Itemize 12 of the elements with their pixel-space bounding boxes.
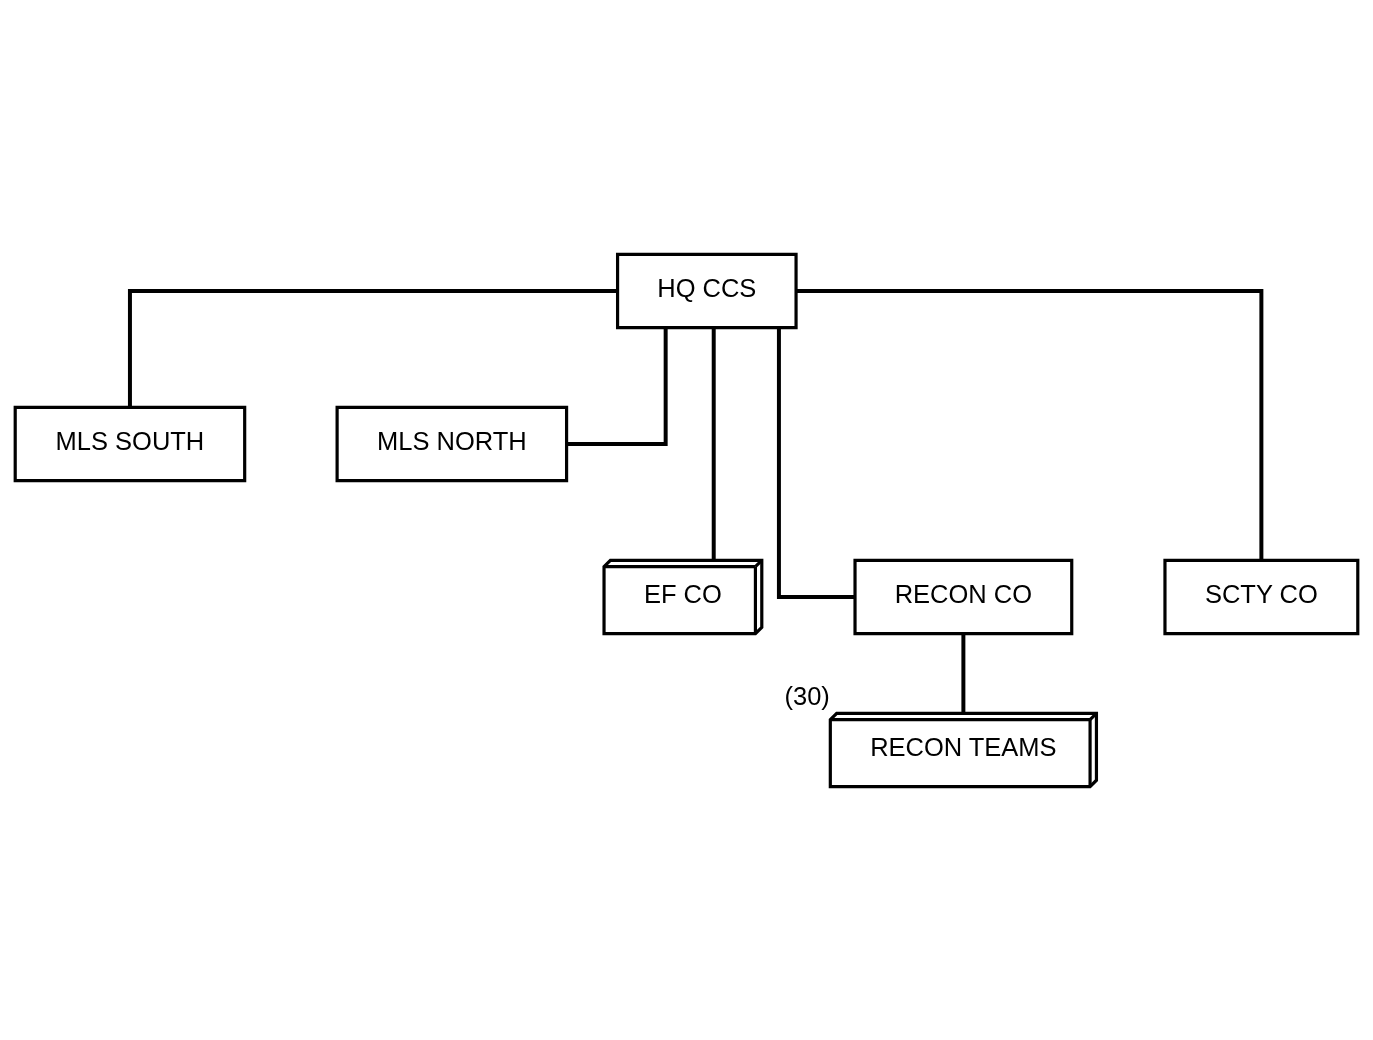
node-box: SCTY CO <box>1163 558 1360 635</box>
node-box: MLS SOUTH <box>13 405 247 482</box>
connector <box>711 327 716 560</box>
node-label: (30) <box>784 681 830 710</box>
connector <box>796 288 1264 560</box>
node-box: HQ CCS <box>616 252 798 329</box>
node-box: MLS NORTH <box>335 405 569 482</box>
connector <box>961 633 966 713</box>
node-box: RECON CO <box>853 558 1074 635</box>
connector <box>127 288 618 407</box>
connector <box>776 327 855 599</box>
connector <box>566 327 668 446</box>
